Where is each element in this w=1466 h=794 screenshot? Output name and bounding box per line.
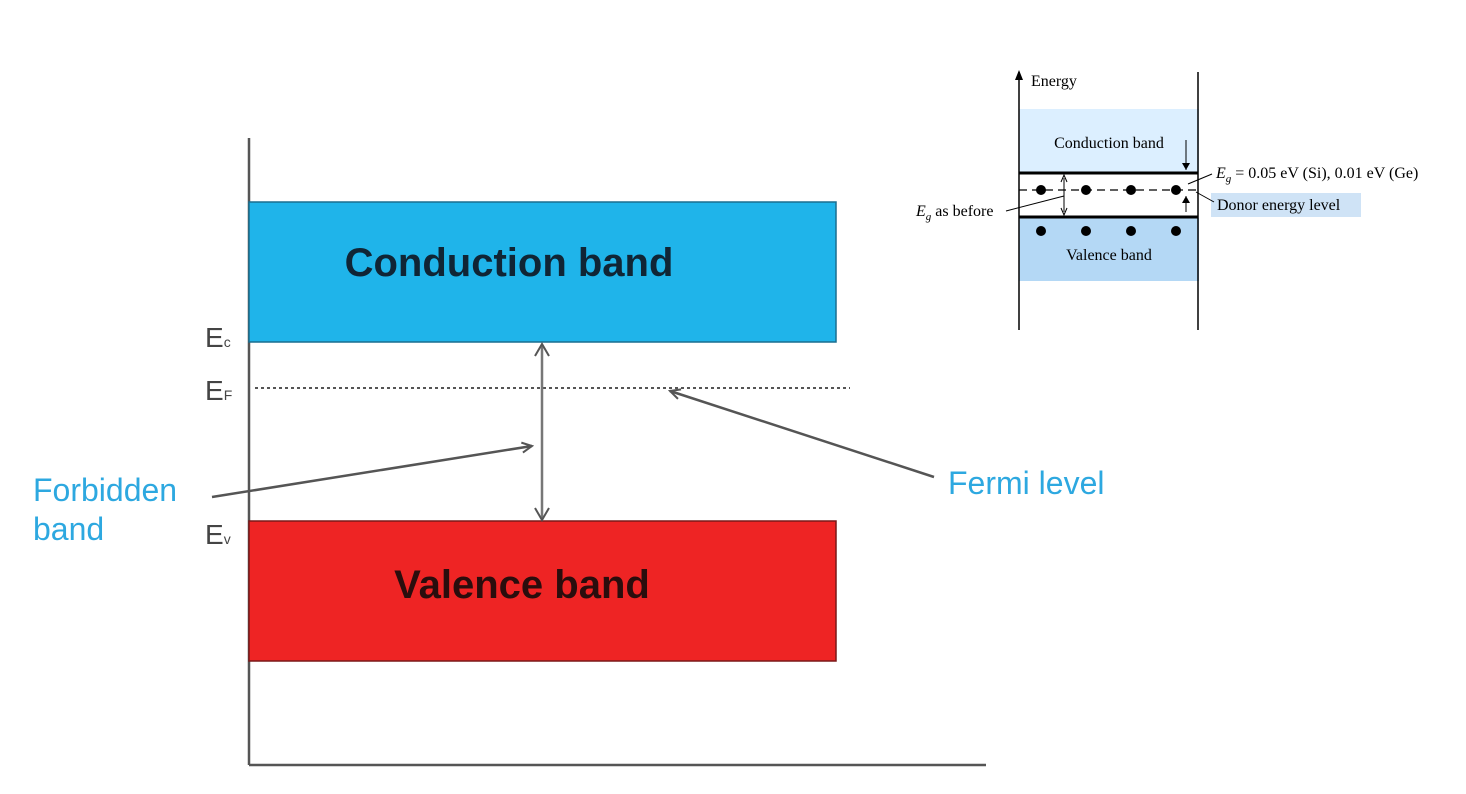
- ef-label-sub: F: [224, 387, 233, 403]
- inset-eg-value-sub: g: [1226, 173, 1232, 185]
- conduction-band: [248, 201, 837, 343]
- valence-electron: [1081, 226, 1091, 236]
- inset-eg-value-symbol: E: [1215, 165, 1226, 182]
- inset-eg-before-arrow-top: [1060, 173, 1068, 183]
- inset-donor-label-bg: [1211, 193, 1361, 217]
- band-gap-arrow-head-top: [534, 342, 550, 357]
- inset-eg-value-label: Eg = 0.05 eV (Si), 0.01 eV (Ge): [1215, 165, 1418, 185]
- donor-electron: [1081, 185, 1091, 195]
- inset-eg-value-text: = 0.05 eV (Si), 0.01 eV (Ge): [1231, 165, 1418, 182]
- valence-electron: [1171, 226, 1181, 236]
- main-band-diagram: Conduction band Valence band Ec EF Ev Fo…: [33, 138, 1104, 767]
- conduction-band-label: Conduction band: [345, 241, 674, 285]
- inset-eg-before-sub: g: [926, 211, 932, 223]
- donor-electron: [1126, 185, 1136, 195]
- ev-label-sub: v: [224, 531, 231, 547]
- donor-electron: [1036, 185, 1046, 195]
- ef-label: EF: [205, 375, 232, 406]
- inset-eg-before-label: Eg as before: [915, 203, 993, 223]
- forbidden-band-label: Forbidden band: [33, 472, 186, 547]
- inset-energy-label: Energy: [1031, 73, 1077, 90]
- donor-electron: [1171, 185, 1181, 195]
- inset-donor-pointer: [1195, 191, 1215, 203]
- ef-label-main: E: [205, 375, 224, 406]
- inset-eg-before-pointer: [1005, 195, 1065, 212]
- fermi-level-pointer: [670, 391, 935, 479]
- inset-eg-before-symbol: E: [915, 203, 926, 220]
- band-gap-arrow-head-bottom: [534, 507, 550, 522]
- inset-eg-value-pointer: [1187, 173, 1213, 185]
- inset-energy-arrow-head: [1015, 70, 1023, 80]
- ec-label-main: E: [205, 322, 224, 353]
- ec-label-sub: c: [224, 334, 231, 350]
- ev-label: Ev: [205, 519, 231, 550]
- inset-conduction-band: [1019, 109, 1199, 172]
- ev-label-main: E: [205, 519, 224, 550]
- inset-valence-band: [1019, 218, 1199, 281]
- forbidden-band-pointer: [211, 446, 532, 499]
- inset-donor-diagram: Energy Conduction band Valence band Eg a…: [915, 70, 1418, 330]
- inset-conduction-band-label: Conduction band: [1054, 135, 1164, 152]
- fermi-level-label: Fermi level: [948, 465, 1104, 501]
- valence-electron: [1126, 226, 1136, 236]
- ec-label: Ec: [205, 322, 231, 353]
- forbidden-band-label-line1: Forbidden: [33, 472, 177, 508]
- inset-valence-band-label: Valence band: [1066, 247, 1152, 264]
- valence-electron: [1036, 226, 1046, 236]
- forbidden-band-label-line2: band: [33, 511, 104, 547]
- inset-eg-before-arrow-bottom: [1060, 207, 1068, 217]
- inset-eg-before-text: as before: [931, 203, 993, 220]
- inset-donor-level-label: Donor energy level: [1217, 197, 1341, 214]
- valence-band-label: Valence band: [394, 563, 650, 607]
